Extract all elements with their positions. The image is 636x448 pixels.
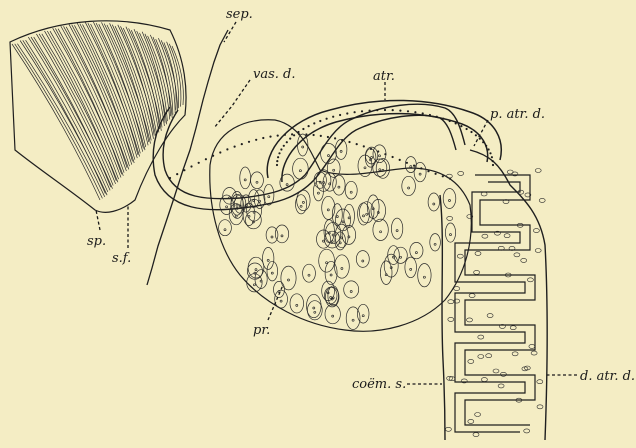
label-vas-d: vas. d. [253,67,296,82]
leader-vas-d [214,80,250,128]
septum-line [147,30,228,285]
label-pr: pr. [253,323,270,338]
label-coem-s: coëm. s. [352,377,406,392]
vas-deferens [153,104,465,210]
distal-atrial-duct [440,150,547,440]
label-sp: sp. [87,234,106,249]
label-sep: sep. [226,7,253,22]
label-atr: atr. [373,69,395,84]
atrium [267,100,501,182]
label-d-atr-d: d. atr. d. [580,369,635,384]
prostate-gland [210,120,471,331]
label-p-atr-d: p. atr. d. [490,107,545,122]
leader-sp [96,210,100,230]
label-s-f: s.f. [112,251,131,266]
leader-sep [224,22,236,42]
